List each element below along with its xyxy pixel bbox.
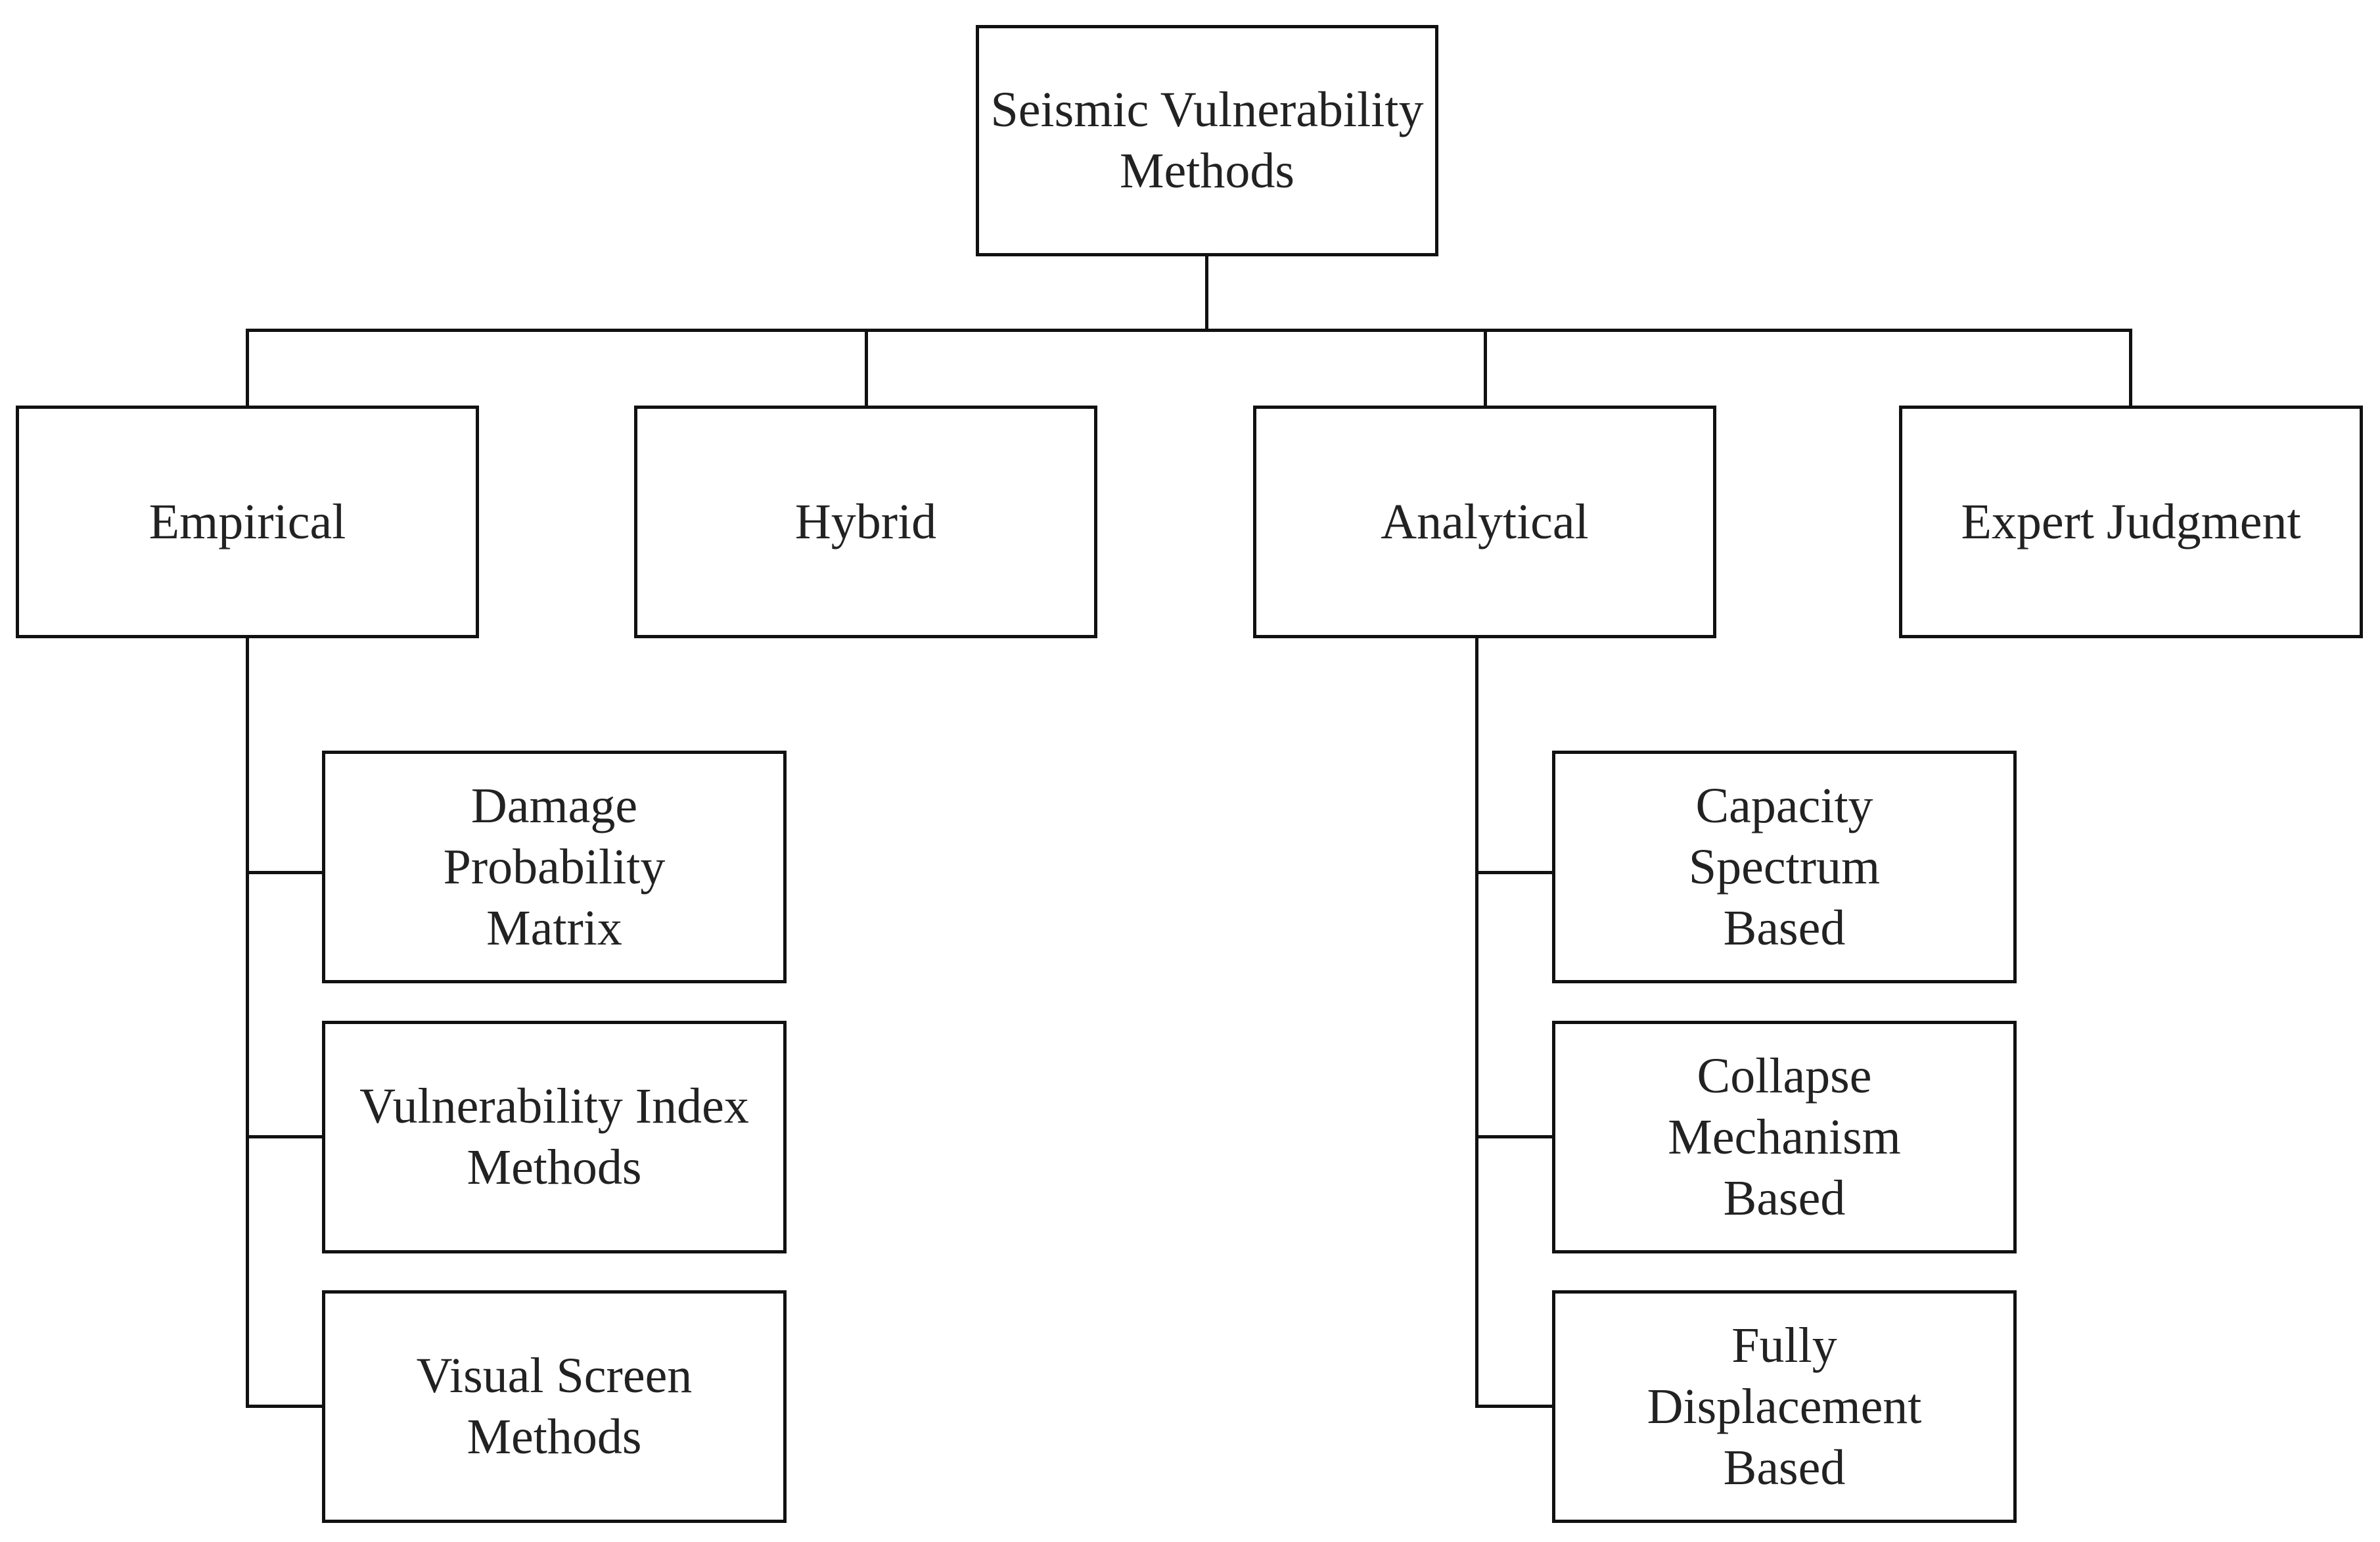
empirical-method-visual-screen: Visual Screen Methods (322, 1290, 787, 1523)
category-node-empirical: Empirical (16, 406, 479, 638)
category-node-label: Analytical (1381, 494, 1589, 549)
analytical-drop-line (1484, 329, 1487, 408)
method-node-label: Fully Displacement Based (1647, 1317, 1922, 1495)
category-node-label: Hybrid (794, 494, 937, 549)
empirical-method-damage-probability-matrix: Damage Probability Matrix (322, 751, 787, 983)
empirical-branch-line-3 (246, 1405, 328, 1408)
analytical-method-fully-displacement: Fully Displacement Based (1552, 1290, 2017, 1523)
analytical-branch-line-3 (1475, 1405, 1557, 1408)
analytical-branch-line-2 (1475, 1135, 1557, 1138)
root-node: Seismic Vulnerability Methods (976, 25, 1438, 256)
category-node-label: Empirical (149, 494, 346, 549)
empirical-drop-line (246, 329, 249, 408)
method-node-label: Capacity Spectrum Based (1688, 778, 1881, 956)
expert-judgment-drop-line (2129, 329, 2132, 408)
category-node-analytical: Analytical (1253, 406, 1716, 638)
method-node-label: Vulnerability Index Methods (359, 1079, 749, 1195)
method-node-label: Collapse Mechanism Based (1668, 1048, 1901, 1226)
category-node-label: Expert Judgment (1961, 494, 2301, 549)
method-node-label: Visual Screen Methods (416, 1348, 693, 1464)
analytical-method-collapse-mechanism: Collapse Mechanism Based (1552, 1021, 2017, 1253)
empirical-branch-line-1 (246, 871, 328, 874)
root-node-label: Seismic Vulnerability Methods (990, 82, 1424, 199)
empirical-method-vulnerability-index: Vulnerability Index Methods (322, 1021, 787, 1253)
analytical-method-capacity-spectrum: Capacity Spectrum Based (1552, 751, 2017, 983)
empirical-spine-line (246, 637, 249, 1408)
category-node-hybrid: Hybrid (634, 406, 1097, 638)
category-node-expert-judgment: Expert Judgment (1899, 406, 2363, 638)
root-stem-line (1205, 256, 1208, 331)
method-node-label: Damage Probability Matrix (443, 778, 666, 956)
analytical-branch-line-1 (1475, 871, 1557, 874)
analytical-spine-line (1475, 637, 1478, 1408)
empirical-branch-line-2 (246, 1135, 328, 1138)
category-bus-line (246, 329, 2132, 332)
hybrid-drop-line (865, 329, 868, 408)
